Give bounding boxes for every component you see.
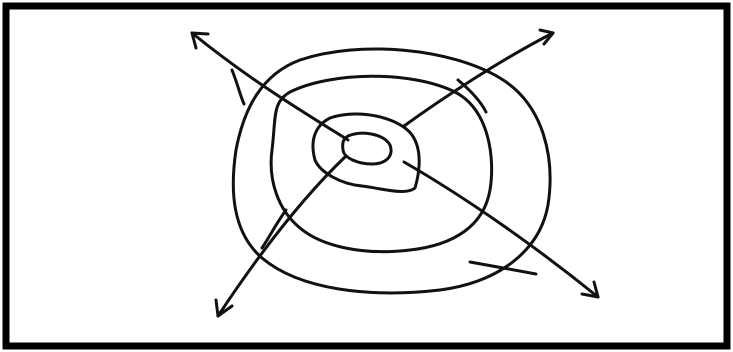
border-box — [6, 6, 727, 346]
sketch-stroke-lower-right — [470, 262, 536, 274]
contour-ring-outer — [233, 49, 550, 293]
contour-ring-core — [343, 133, 391, 164]
sketch-stroke-left — [232, 70, 244, 104]
arrow-down-right — [404, 162, 598, 297]
arrow-up-left — [192, 33, 348, 140]
arrow-down-left — [218, 156, 346, 316]
